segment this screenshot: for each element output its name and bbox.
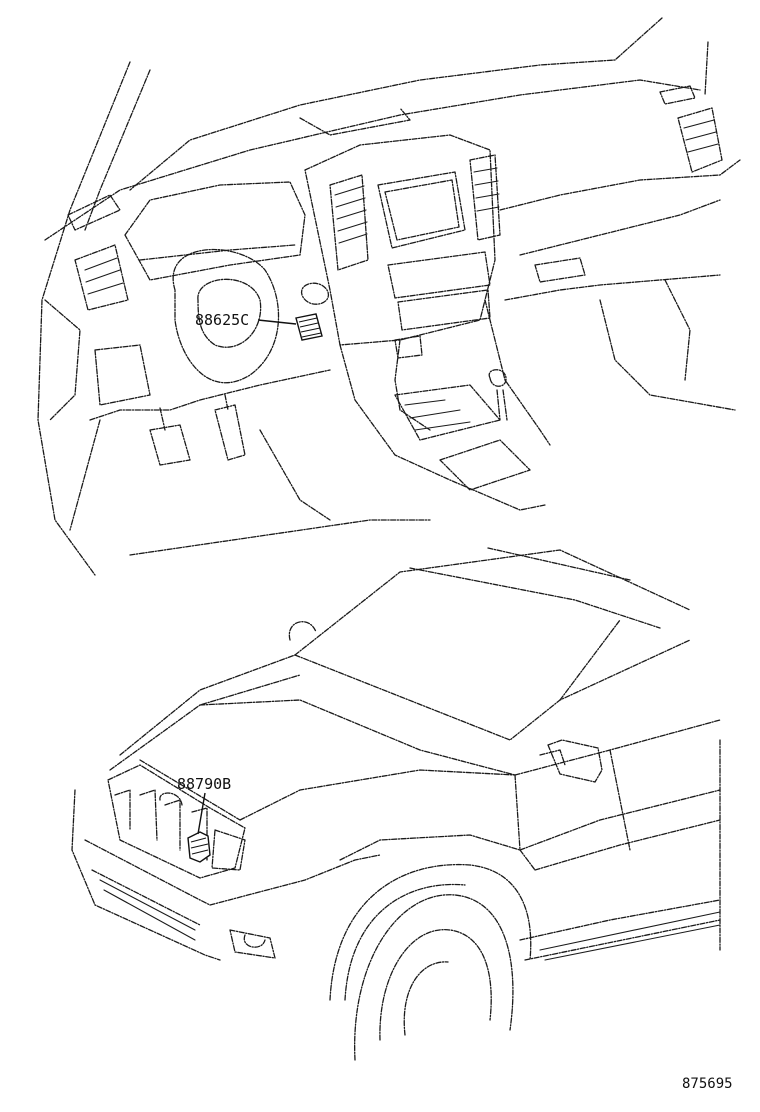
vehicle-illustration — [71, 547, 721, 1061]
catalog-number: 875695 — [682, 1076, 733, 1092]
part-88625C[interactable] — [295, 313, 323, 341]
leader-line-88790B — [197, 792, 206, 835]
leader-line-88625C — [257, 319, 297, 325]
part-88790B[interactable] — [187, 831, 211, 863]
callout-88790B[interactable]: 88790B — [177, 775, 231, 793]
callout-88625C[interactable]: 88625C — [195, 311, 249, 329]
dashboard-illustration — [37, 17, 741, 576]
